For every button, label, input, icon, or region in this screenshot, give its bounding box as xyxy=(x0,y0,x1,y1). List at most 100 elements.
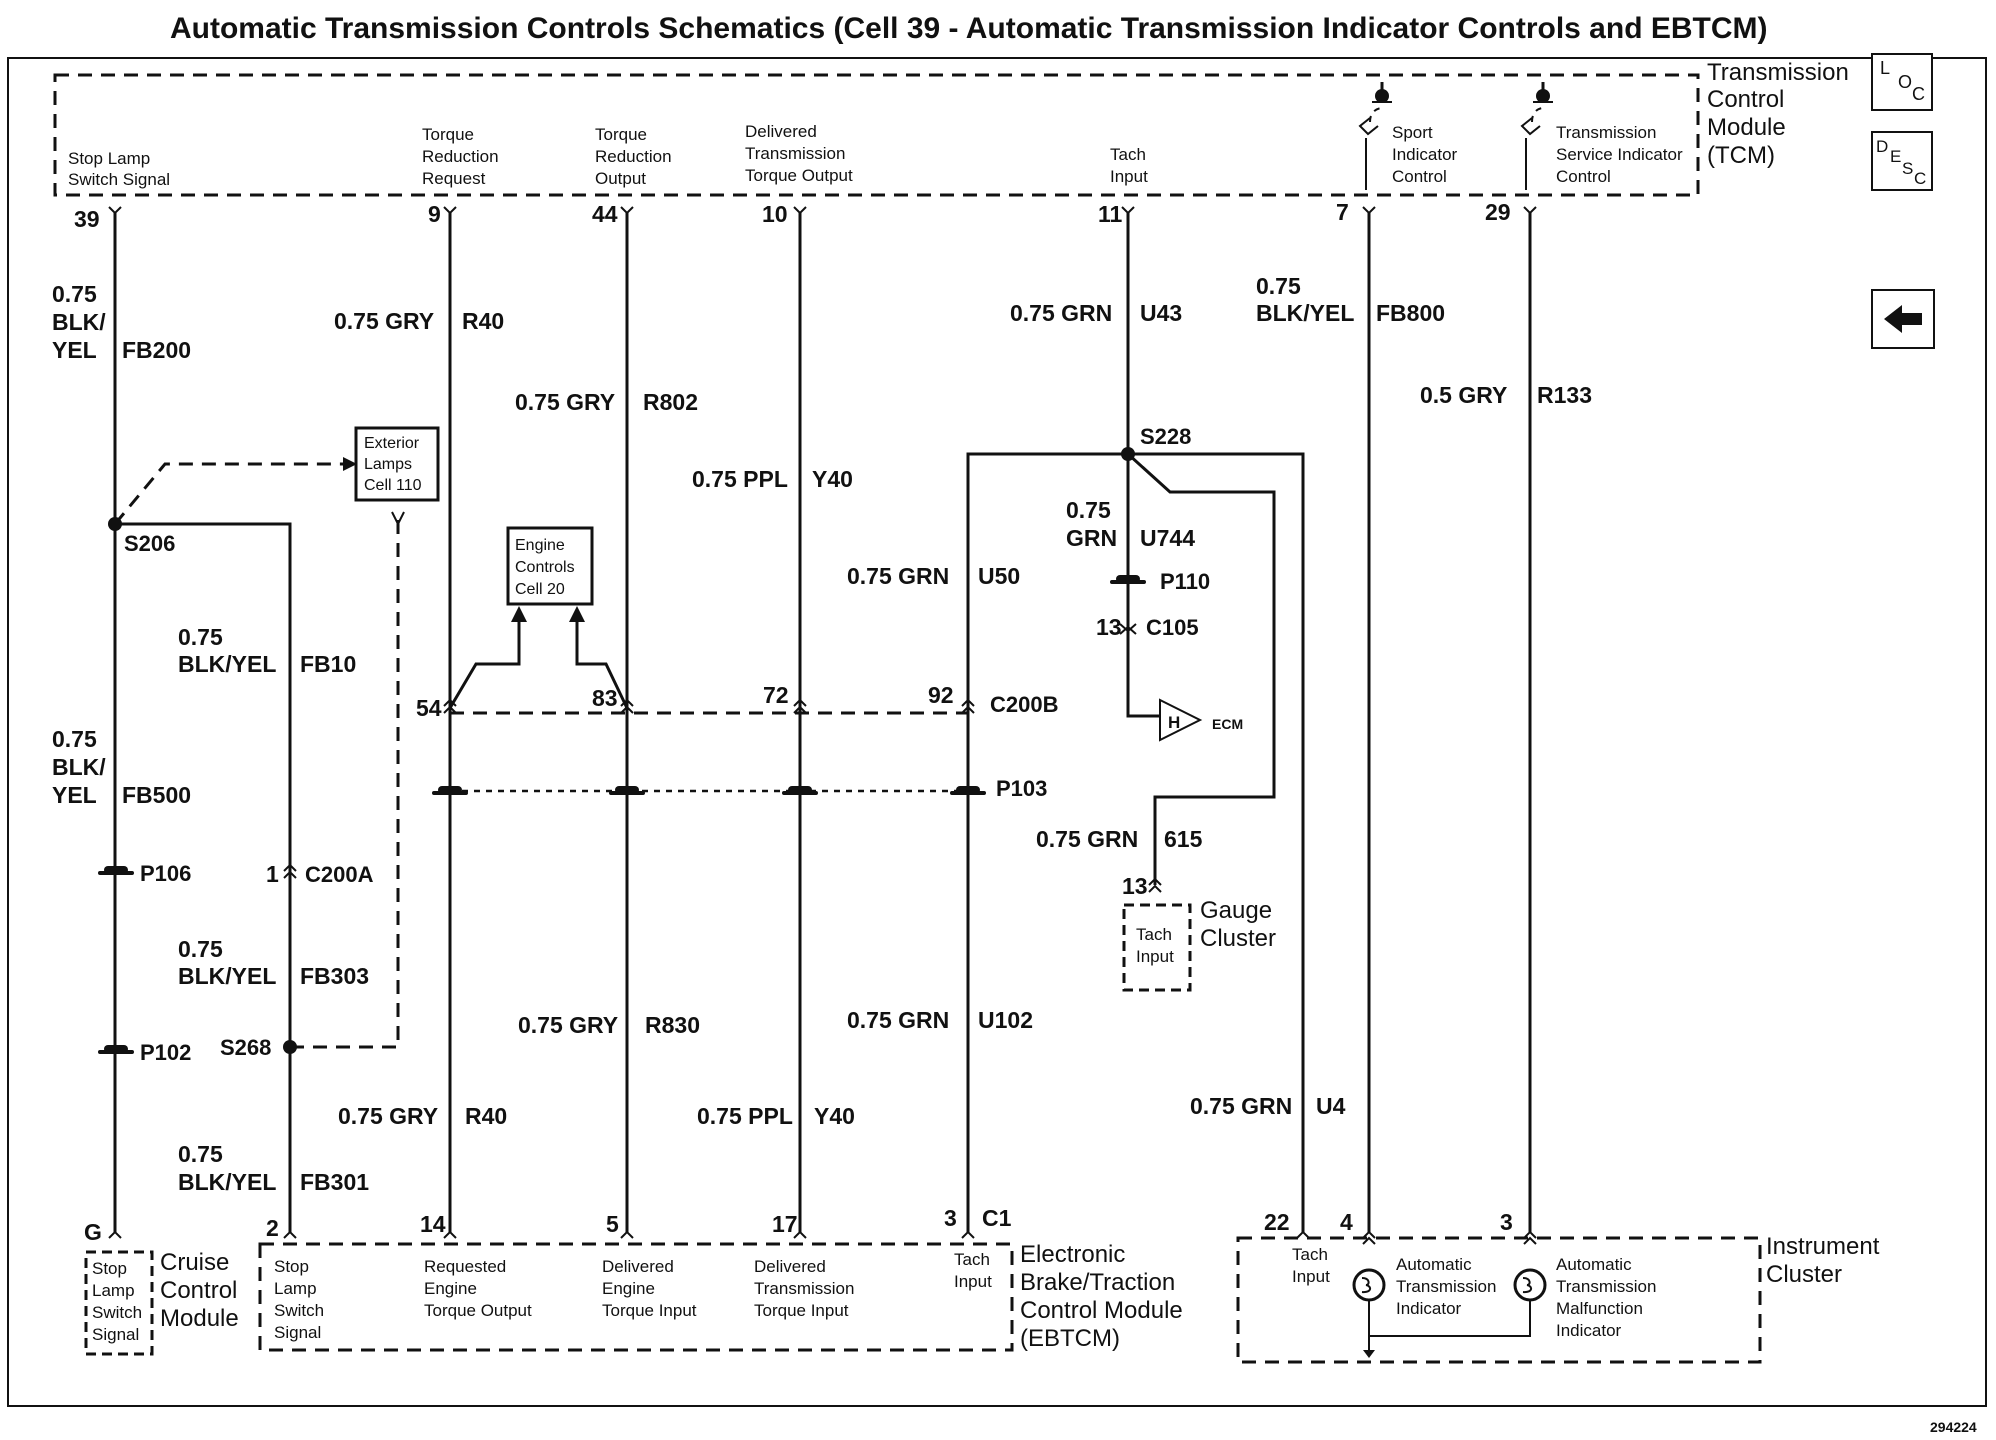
tcm-func-tro-3: Output xyxy=(595,169,646,188)
svg-text:Automatic: Automatic xyxy=(1556,1255,1632,1274)
tcm-func-sport-1: Sport xyxy=(1392,123,1433,142)
svg-text:3: 3 xyxy=(1500,1209,1513,1235)
ext-lamps-connector-icon xyxy=(391,511,405,527)
svg-text:Engine: Engine xyxy=(424,1279,477,1298)
svg-text:Tach: Tach xyxy=(1292,1245,1328,1264)
ref-s268-dash xyxy=(290,520,400,1049)
svg-text:Automatic: Automatic xyxy=(1396,1255,1472,1274)
tcm-name-1: Transmission xyxy=(1707,59,1849,86)
ebtcm-module: Electronic Brake/Traction Control Module… xyxy=(258,1205,1183,1352)
svg-text:Transmission: Transmission xyxy=(1396,1277,1496,1296)
splice-s206: S206 xyxy=(124,531,175,556)
svg-text:Input: Input xyxy=(1292,1267,1330,1286)
svg-text:4: 4 xyxy=(1340,1209,1353,1235)
ecm-connector: H ECM xyxy=(1159,698,1243,742)
svg-text:0.75 PPL: 0.75 PPL xyxy=(697,1103,793,1129)
svg-text:0.75: 0.75 xyxy=(52,726,97,752)
bottom-pin-connectors xyxy=(108,1230,1537,1245)
tcm-pin-7: 7 xyxy=(1336,199,1349,225)
back-button[interactable] xyxy=(1871,289,1935,349)
back-arrow-icon xyxy=(1884,305,1922,333)
tcm-pin-9: 9 xyxy=(428,201,441,227)
eng-ctrl-arrow-path-left xyxy=(448,620,521,709)
wire-label-fb303: 0.75 BLK/YEL FB303 xyxy=(178,936,369,989)
engine-controls-ref-box[interactable]: Engine Controls Cell 20 xyxy=(506,526,594,606)
svg-text:Delivered: Delivered xyxy=(602,1257,674,1276)
svg-text:14: 14 xyxy=(420,1211,446,1237)
svg-text:E: E xyxy=(1890,147,1901,166)
svg-text:13: 13 xyxy=(1122,873,1148,899)
svg-text:0.75 GRN: 0.75 GRN xyxy=(847,1007,949,1033)
passthrough-symbols xyxy=(98,575,1146,1054)
wire-label-y40-bottom: 0.75 PPL Y40 xyxy=(697,1103,855,1129)
sport-driver-switch-icon xyxy=(1358,82,1392,190)
svg-text:0.75: 0.75 xyxy=(178,624,223,650)
svg-text:YEL: YEL xyxy=(52,782,97,808)
wire-label-u50: 0.75 GRN U50 xyxy=(847,563,1020,589)
tcm-name-3: Module xyxy=(1707,114,1786,141)
svg-text:Instrument: Instrument xyxy=(1766,1233,1880,1260)
svg-text:Cruise: Cruise xyxy=(160,1249,229,1276)
svg-text:0.75 GRY: 0.75 GRY xyxy=(338,1103,438,1129)
eng-ctrl-arrow-path-right xyxy=(575,620,629,709)
connector-p110: P110 xyxy=(1160,569,1210,594)
svg-text:R40: R40 xyxy=(465,1103,507,1129)
svg-text:R40: R40 xyxy=(462,308,504,334)
cruise-control-module: Stop Lamp Switch Signal Cruise Control M… xyxy=(84,1219,239,1356)
indicator-lamp-icon xyxy=(1352,1268,1386,1302)
svg-text:O: O xyxy=(1898,72,1912,92)
tcm-pin-29: 29 xyxy=(1485,199,1511,225)
c200b-pin-92: 92 xyxy=(928,682,954,708)
svg-text:0.75: 0.75 xyxy=(1066,497,1111,523)
page-title: Automatic Transmission Controls Schemati… xyxy=(170,12,1768,45)
tcm-func-trr-3: Request xyxy=(422,169,486,188)
svg-text:17: 17 xyxy=(772,1211,798,1237)
loc-button[interactable]: LOC xyxy=(1871,53,1933,111)
svg-text:0.75 GRY: 0.75 GRY xyxy=(334,308,434,334)
svg-text:FB200: FB200 xyxy=(122,337,191,363)
tcm-func-trr-2: Reduction xyxy=(422,147,499,166)
connector-c105: C105 xyxy=(1146,615,1199,640)
svg-text:0.75 GRN: 0.75 GRN xyxy=(1036,826,1138,852)
wire-label-y40-top: 0.75 PPL Y40 xyxy=(692,466,853,492)
svg-text:FB303: FB303 xyxy=(300,963,369,989)
ref-ext-lamps-dash xyxy=(113,462,345,525)
svg-text:5: 5 xyxy=(606,1211,619,1237)
wire-615 xyxy=(1126,452,1276,885)
splice-s268-dot xyxy=(283,1040,297,1054)
splice-s268: S268 xyxy=(220,1035,271,1060)
svg-text:R133: R133 xyxy=(1537,382,1592,408)
exterior-lamps-ref-box[interactable]: Exterior Lamps Cell 110 xyxy=(354,426,440,502)
wire-label-r40-bottom: 0.75 GRY R40 xyxy=(338,1103,507,1129)
tcm-pin-44: 44 xyxy=(592,201,618,227)
svg-text:Module: Module xyxy=(160,1305,239,1332)
svg-text:Controls: Controls xyxy=(515,559,575,576)
svg-text:Signal: Signal xyxy=(274,1323,321,1342)
svg-text:Tach: Tach xyxy=(1136,925,1172,944)
tcm-func-tro-1: Torque xyxy=(595,125,647,144)
wire-label-r830: 0.75 GRY R830 xyxy=(518,1012,700,1038)
svg-text:FB500: FB500 xyxy=(122,782,191,808)
svg-text:Input: Input xyxy=(1136,947,1174,966)
ecm-label: ECM xyxy=(1212,716,1243,732)
up-arrow-icon xyxy=(569,606,585,622)
svg-text:Transmission: Transmission xyxy=(754,1279,854,1298)
c105-connector-icon xyxy=(1119,623,1137,635)
svg-text:0.75 PPL: 0.75 PPL xyxy=(692,466,788,492)
svg-text:BLK/YEL: BLK/YEL xyxy=(1256,300,1354,326)
connector-c200b: C200B xyxy=(990,692,1058,717)
svg-text:C1: C1 xyxy=(982,1205,1012,1231)
tcm-func-tach-1: Tach xyxy=(1110,145,1146,164)
diagram-frame xyxy=(7,57,1987,1407)
connector-c200a-pin: 1 xyxy=(266,861,279,887)
svg-text:Engine: Engine xyxy=(515,537,565,554)
svg-text:0.75: 0.75 xyxy=(52,281,97,307)
svg-text:Control Module: Control Module xyxy=(1020,1297,1183,1324)
svg-text:Gauge: Gauge xyxy=(1200,897,1272,924)
tcm-func-dto-1: Delivered xyxy=(745,122,817,141)
tcm-func-sport-3: Control xyxy=(1392,167,1447,186)
svg-text:FB10: FB10 xyxy=(300,651,356,677)
wire-label-fb800: 0.75 BLK/YEL FB800 xyxy=(1256,273,1445,326)
svg-text:615: 615 xyxy=(1164,826,1203,852)
